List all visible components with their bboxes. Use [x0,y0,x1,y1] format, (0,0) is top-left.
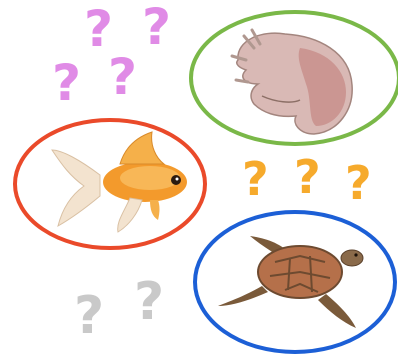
turtle-group[interactable] [195,212,395,352]
conch-group[interactable] [191,12,398,144]
question-mark-purple-3: ? [52,58,81,108]
goldfish-group[interactable] [15,120,205,248]
question-mark-purple-1: ? [84,4,113,54]
question-mark-gray-2: ? [134,276,164,328]
question-mark-gray-1: ? [74,290,104,342]
goldfish-icon [52,132,187,232]
conch-shell-icon [232,30,352,134]
question-mark-orange-2: ? [294,154,321,200]
question-mark-purple-2: ? [142,2,171,52]
question-mark-orange-3: ? [345,160,372,206]
question-mark-purple-4: ? [108,52,137,102]
question-mark-orange-1: ? [242,156,269,202]
sea-turtle-icon [218,236,363,328]
